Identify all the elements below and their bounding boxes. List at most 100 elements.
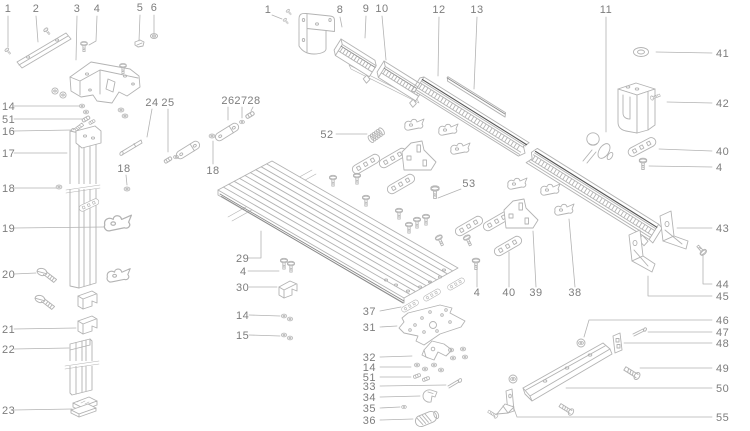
- callout-leader-10: [381, 15, 387, 61]
- callout-label-16: 16: [2, 126, 15, 138]
- part-tooth-block-10-line-line: [385, 70, 389, 76]
- part-rail-12-line-line: [498, 133, 502, 139]
- part-rail-12-line-line: [437, 95, 441, 101]
- part-tooth-block-9-line: [339, 47, 372, 70]
- part-washer-6-line: [149, 33, 159, 39]
- part-clip-5: [134, 39, 145, 48]
- part-pin-47-line: [643, 327, 647, 332]
- part-clamp-upper-line: [77, 290, 98, 310]
- callout-leader-16: [13, 129, 73, 132]
- part-plate-29-line-line: [249, 172, 437, 281]
- part-rail-12-line-line: [580, 186, 585, 192]
- part-rail-12-line-line: [464, 112, 469, 118]
- part-rail-12-line-line: [510, 141, 514, 147]
- callout-label-13: 13: [470, 4, 483, 16]
- part-screw-1-line: [4, 47, 13, 56]
- callout-label-43: 43: [716, 223, 729, 235]
- part-channel-clip-30-line: [278, 280, 298, 299]
- part-rail-12-line-line: [553, 169, 557, 175]
- part-clamp-upper-line: [77, 293, 97, 310]
- part-strip-2-line: [25, 55, 31, 59]
- part-channel-17-line: [90, 136, 96, 140]
- callout-leader-5: [138, 14, 141, 42]
- part-rail-12-line-line: [440, 97, 444, 103]
- part-bracket-45-line: [631, 255, 656, 273]
- part-nuts-14c-line: [461, 354, 469, 360]
- callout-label-45: 45: [716, 291, 729, 303]
- callout-label-38: 38: [568, 287, 581, 299]
- part-link-26-line: [213, 121, 241, 143]
- callout-label-36: 36: [363, 415, 376, 427]
- part-knob-11: [582, 132, 614, 164]
- part-angle-bracket-8-line: [301, 18, 306, 22]
- part-bracket-32-line: [430, 346, 436, 352]
- part-channel-22: [64, 338, 100, 396]
- part-spring-52-line: [373, 130, 381, 139]
- part-wing-clips-38-line: [554, 203, 575, 216]
- part-screws-4-line: [421, 213, 431, 226]
- part-plate-31-line: [429, 321, 437, 329]
- part-screws-4-line: [361, 194, 371, 207]
- part-rail-12-line-line: [641, 224, 646, 230]
- part-bracket-3-line: [59, 91, 67, 99]
- callout-leader-1: [271, 14, 283, 20]
- part-tbolts-20-line: [32, 293, 57, 311]
- part-spring-52: [367, 127, 385, 143]
- callout-label-51: 51: [2, 114, 15, 126]
- part-rail-12-line-line: [562, 174, 566, 180]
- part-rail-12-line: [418, 83, 520, 150]
- part-rail-12-line-line: [501, 135, 505, 141]
- part-knob-36-line: [433, 410, 440, 419]
- part-rail-12-line-line: [544, 163, 548, 169]
- part-channel-17-line: [69, 130, 80, 289]
- phantom-lines-line: [348, 64, 420, 104]
- callout-leader-39: [532, 230, 537, 288]
- part-screws-4-line: [328, 174, 338, 187]
- part-foot-23-line: [76, 399, 90, 405]
- part-tooth-block-10-line-line: [407, 84, 412, 90]
- part-tooth-block-10-line-line: [399, 79, 403, 85]
- part-bracket-43-line: [664, 220, 670, 228]
- part-rail-12-line-line: [467, 114, 472, 120]
- part-nuts-15-line: [280, 332, 288, 338]
- callout-leader-45: [647, 275, 713, 297]
- part-plate-29-line: [383, 278, 389, 282]
- part-rail-12-line-line: [586, 189, 591, 196]
- part-tooth-block-10-line-line: [396, 77, 401, 83]
- part-rail-12-line: [410, 76, 425, 92]
- part-wing-clips-38-line: [450, 142, 471, 155]
- callout-label-18: 18: [2, 183, 15, 195]
- part-nut-46-line: [510, 376, 516, 382]
- callout-label-53: 53: [462, 178, 475, 190]
- callout-label-33: 33: [363, 381, 376, 393]
- callout-leader-22: [13, 347, 70, 350]
- callout-leader-36: [379, 418, 414, 421]
- part-strip-2-line: [18, 35, 69, 66]
- part-cap-nut-41-line: [633, 47, 649, 57]
- part-bracket-45-line: [633, 249, 649, 267]
- part-rail-12-line-line: [479, 121, 484, 128]
- part-spring-52-line: [371, 132, 379, 140]
- part-screw-44-line: [694, 243, 708, 257]
- part-rail-12-line-line: [476, 120, 481, 126]
- callout-label-42: 42: [716, 98, 729, 110]
- callout-label-41: 41: [716, 48, 729, 60]
- part-rail-12-line-line: [470, 116, 475, 122]
- part-nuts-14c-line: [437, 367, 445, 373]
- part-rail-12-line-line: [547, 165, 551, 171]
- part-screws-4-line: [412, 216, 422, 229]
- callout-leader-46: [583, 319, 713, 338]
- part-bracket-3-line: [88, 88, 92, 92]
- part-slot-plate-40-right-line: [626, 135, 658, 159]
- callout-label-10: 10: [375, 3, 388, 15]
- part-grubs-51b: [412, 372, 431, 383]
- callout-label-29: 29: [236, 253, 249, 265]
- part-screws-4-line: [434, 233, 447, 248]
- callout-label-8: 8: [337, 4, 344, 16]
- part-screws-4-line: [471, 257, 481, 270]
- part-rail-12-line-line: [574, 182, 579, 188]
- part-bracket-3: [51, 41, 141, 119]
- part-knob-11-line: [597, 143, 611, 159]
- part-spring-52-line: [378, 127, 385, 136]
- part-tooth-block-9-line: [337, 50, 373, 73]
